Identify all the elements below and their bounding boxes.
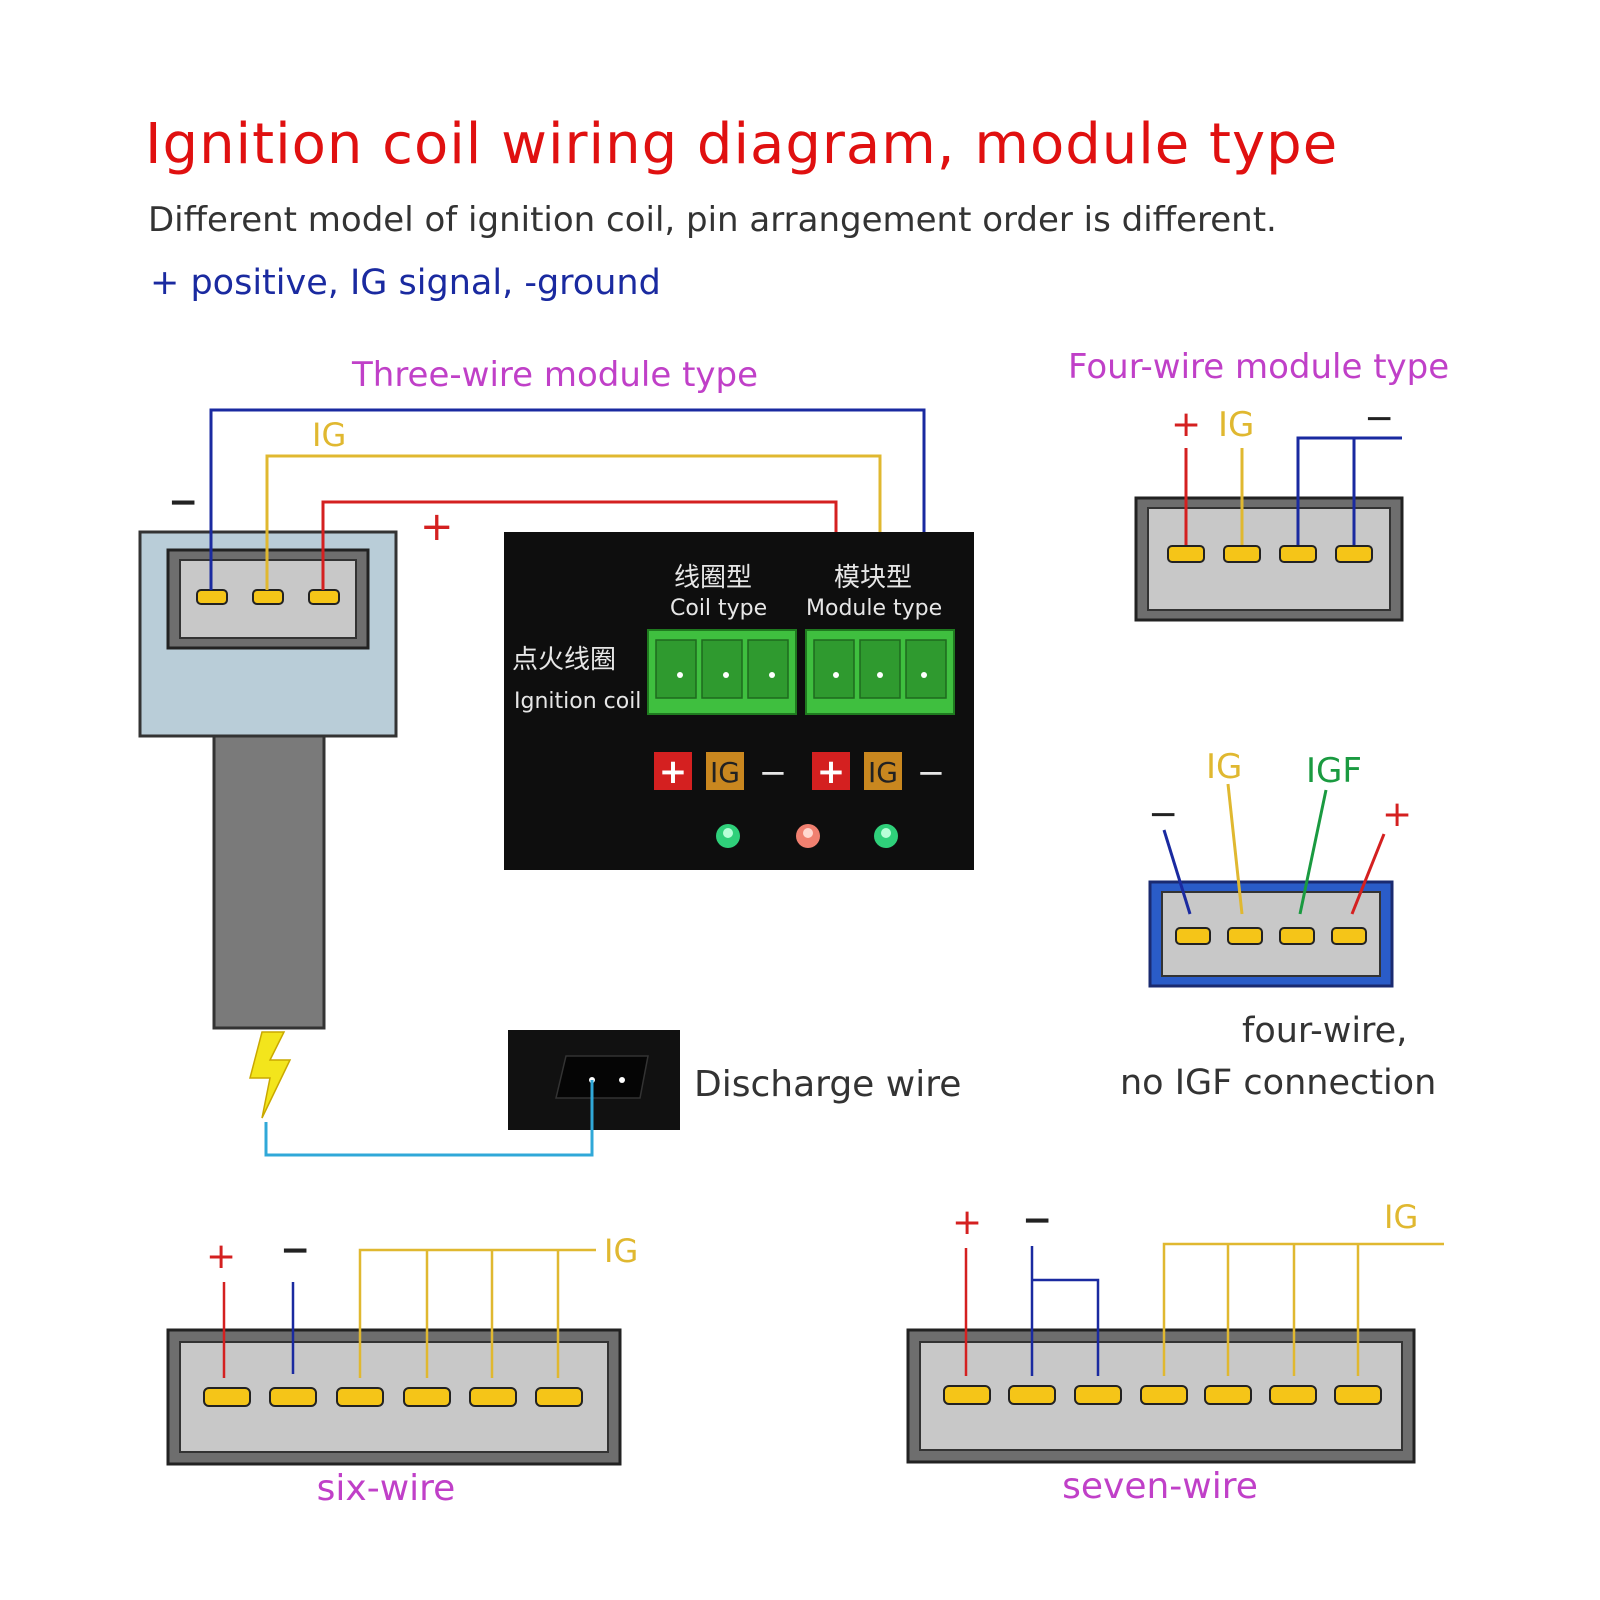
page-subtitle: Different model of ignition coil, pin ar… [148, 200, 1277, 240]
coil-plus-badge-label: + [659, 752, 688, 792]
six-wire-pin-1 [203, 1387, 251, 1407]
four-wire-a-minus-label: − [1364, 398, 1394, 439]
four-wire-b-caption-line2: no IGF connection [1120, 1063, 1436, 1103]
four-wire-b-pin-2 [1227, 927, 1263, 945]
four-wire-b-plus-label: + [1382, 794, 1412, 835]
three-wire-section: Three-wire module type − IG + [138, 355, 926, 1119]
four-wire-b-ground-wire [1162, 829, 1192, 915]
three-wire-ig-label: IG [312, 416, 346, 454]
four-wire-b-section: − IG IGF + four-wire, no IGF connection [1120, 747, 1436, 1103]
led-highlight [803, 828, 813, 838]
six-wire-pin-5 [469, 1387, 517, 1407]
four-wire-b-minus-label: − [1148, 794, 1178, 835]
coil-minus-label: − [759, 753, 788, 793]
coil-type-en-label: Coil type [670, 596, 767, 621]
six-wire-pin-6 [535, 1387, 583, 1407]
ignition-coil-cn-label: 点火线圈 [512, 645, 616, 675]
four-wire-b-ig-label: IG [1206, 747, 1242, 787]
module-panel: 线圈型 Coil type 模块型 Module type 点火线圈 Ignit… [504, 532, 974, 870]
four-wire-b-pin-3 [1279, 927, 1315, 945]
coil-type-cn-label: 线圈型 [674, 563, 752, 593]
seven-wire-pin-4 [1140, 1385, 1188, 1405]
four-wire-a-ig-label: IG [1218, 405, 1254, 445]
six-wire-pin-4 [403, 1387, 451, 1407]
coil-pin-2 [252, 589, 284, 605]
four-wire-b-igf-wire [1298, 789, 1328, 915]
seven-wire-plus-label: + [952, 1202, 982, 1243]
module-plus-badge-label: + [817, 752, 846, 792]
module-ig-badge-label: IG [868, 756, 898, 789]
four-wire-a-plus-label: + [1171, 404, 1201, 445]
four-wire-heading: Four-wire module type [1068, 347, 1449, 387]
six-wire-ig-bus [358, 1248, 596, 1378]
three-wire-heading: Three-wire module type [351, 355, 758, 395]
four-wire-a-ground-wire [1296, 436, 1402, 550]
ignition-coil-en-label: Ignition coil [514, 689, 641, 714]
three-wire-minus-label: − [168, 482, 198, 523]
module-type-cn-label: 模块型 [834, 563, 912, 593]
module-type-terminal-block[interactable] [805, 629, 955, 715]
wire-legend: + positive, IG signal, -ground [150, 263, 661, 303]
seven-wire-pin-1 [943, 1385, 991, 1405]
four-wire-a-section: Four-wire module type + IG − [1068, 347, 1449, 622]
module-ig-badge [864, 752, 902, 790]
seven-wire-pin-6 [1269, 1385, 1317, 1405]
discharge-wire-label: Discharge wire [694, 1064, 961, 1105]
module-minus-label: − [917, 753, 946, 793]
four-wire-b-pin-1 [1175, 927, 1211, 945]
six-wire-minus-label: − [280, 1230, 310, 1271]
seven-wire-minus-label: − [1022, 1200, 1052, 1241]
seven-wire-ground-wire-2 [1032, 1278, 1100, 1376]
page-title: Ignition coil wiring diagram, module typ… [145, 112, 1339, 177]
spark-bolt-icon [249, 1031, 292, 1119]
coil-ig-badge [706, 752, 744, 790]
four-wire-a-pin-4 [1335, 545, 1373, 563]
six-wire-section: + − IG six-wire [166, 1230, 638, 1509]
seven-wire-pin-5 [1204, 1385, 1252, 1405]
coil-boot [212, 734, 326, 1030]
four-wire-a-pin-3 [1279, 545, 1317, 563]
six-wire-ig-label: IG [604, 1232, 638, 1270]
seven-wire-caption: seven-wire [1062, 1466, 1258, 1507]
seven-wire-section: + − IG seven-wire [906, 1198, 1444, 1507]
six-wire-pin-2 [269, 1387, 317, 1407]
seven-wire-pin-3 [1074, 1385, 1122, 1405]
four-wire-b-ig-wire [1226, 783, 1244, 915]
coil-ig-badge-label: IG [710, 756, 740, 789]
four-wire-b-pin-4 [1331, 927, 1367, 945]
led-highlight [881, 828, 891, 838]
six-wire-caption: six-wire [317, 1468, 456, 1509]
discharge-wire [264, 1080, 594, 1157]
coil-plus-badge [654, 752, 692, 790]
discharge-socket-hole [619, 1077, 625, 1083]
seven-wire-pin-7 [1334, 1385, 1382, 1405]
four-wire-a-pin-2 [1223, 545, 1261, 563]
three-wire-plus-label: + [420, 504, 454, 550]
seven-wire-ig-bus [1162, 1242, 1444, 1376]
led-highlight [723, 828, 733, 838]
coil-type-terminal-block[interactable] [647, 629, 797, 715]
four-wire-b-positive-wire [1350, 833, 1386, 915]
six-wire-plus-label: + [206, 1236, 236, 1277]
seven-wire-ig-label: IG [1384, 1198, 1418, 1236]
four-wire-a-pin-1 [1167, 545, 1205, 563]
coil-pin-3 [308, 589, 340, 605]
coil-pin-1 [196, 589, 228, 605]
seven-wire-pin-2 [1008, 1385, 1056, 1405]
six-wire-pin-3 [336, 1387, 384, 1407]
four-wire-b-caption-line1: four-wire, [1242, 1011, 1407, 1051]
discharge-section: Discharge wire [264, 1030, 961, 1157]
module-plus-badge [812, 752, 850, 790]
module-type-en-label: Module type [806, 596, 942, 621]
discharge-socket [555, 1055, 649, 1099]
four-wire-b-igf-label: IGF [1306, 751, 1362, 791]
